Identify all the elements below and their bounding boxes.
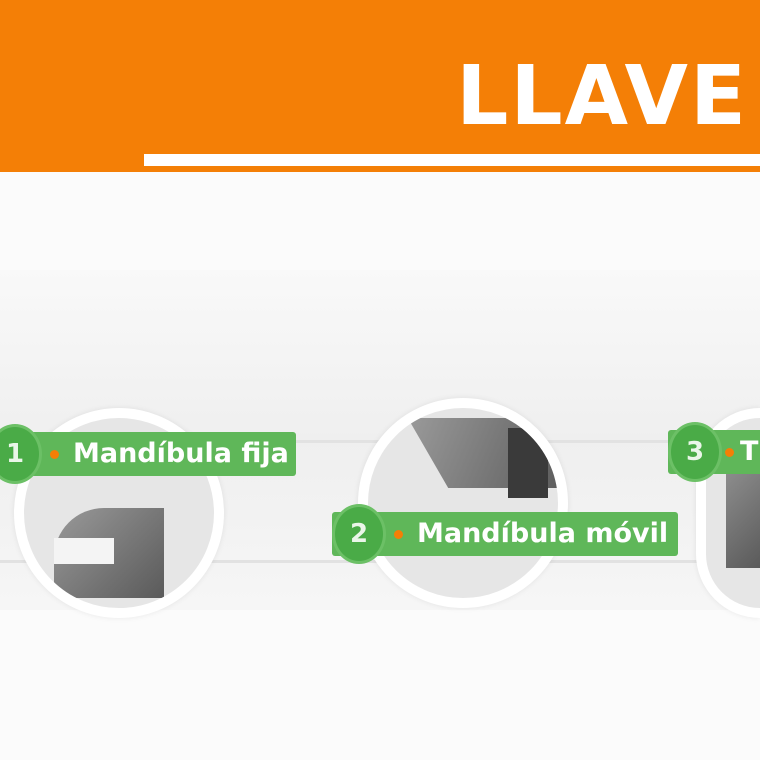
- part-number-badge: 1: [0, 424, 42, 484]
- part-label-text: Mandíbula fija: [73, 438, 289, 469]
- part-label-2: 2 Mandíbula móvil: [332, 504, 678, 564]
- part-label-3: 3 T: [668, 422, 760, 482]
- fixed-jaw-image: [14, 408, 224, 618]
- title-underline: [144, 154, 760, 166]
- part-number-badge: 3: [668, 422, 722, 482]
- part-number-badge: 2: [332, 504, 386, 564]
- part-label-text: T: [740, 436, 759, 467]
- page-title: LLAVE: [456, 49, 748, 144]
- bullet-dot-icon: [725, 448, 734, 457]
- movable-jaw-image: [358, 398, 568, 608]
- bullet-dot-icon: [50, 450, 59, 459]
- header-banner: LLAVE: [0, 0, 760, 172]
- part-label-1: 1 Mandíbula fija: [0, 424, 296, 484]
- part-label-text: Mandíbula móvil: [417, 518, 669, 549]
- bullet-dot-icon: [394, 530, 403, 539]
